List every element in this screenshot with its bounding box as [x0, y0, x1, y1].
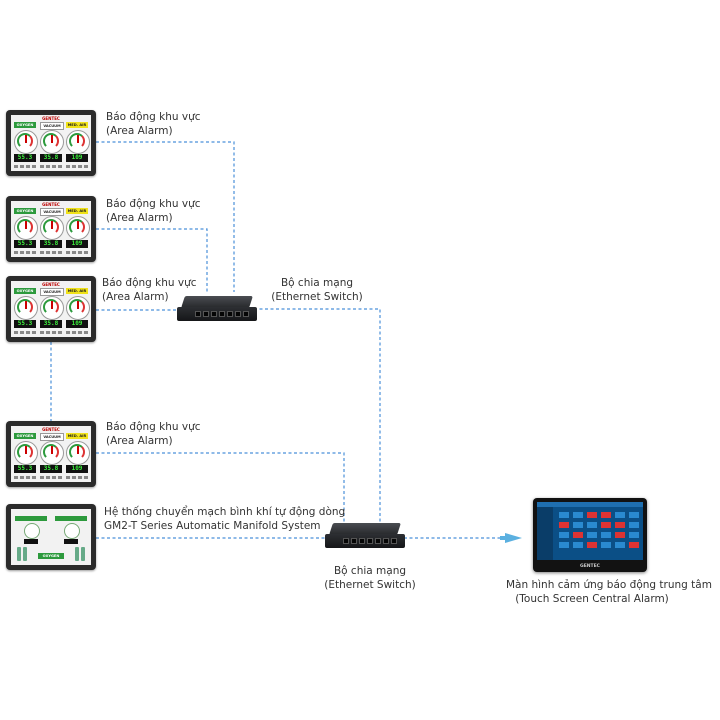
value-oxygen: 55.3: [14, 320, 36, 328]
link-alarm2-switch1: [96, 228, 208, 292]
gas-tab-medair: MED. AIR: [66, 122, 88, 128]
gauge-icon: [66, 130, 90, 154]
manifold-label: Hệ thống chuyển mạch bình khí tự động dò…: [104, 506, 346, 532]
value-vacuum: 35.8: [40, 465, 62, 473]
cylinder-icon: [81, 547, 85, 561]
manifold-gas-label: OXYGEN: [38, 553, 64, 559]
value-medair: 109: [66, 240, 88, 248]
gauge-icon: [64, 523, 80, 539]
gas-tab-medair: MED. AIR: [66, 433, 88, 439]
link-switch1-switch2: [254, 308, 381, 526]
value-oxygen: 55.3: [14, 465, 36, 473]
switch-label-1: Bộ chia mạng (Ethernet Switch): [271, 277, 363, 303]
value-vacuum: 35.8: [40, 240, 62, 248]
panel-brand: GENTEC: [42, 202, 60, 207]
arrow-head: [505, 533, 522, 543]
switch-label-2: Bộ chia mạng (Ethernet Switch): [324, 565, 416, 591]
gas-tab-vacuum: VACUUM: [40, 433, 64, 441]
gauge-icon: [14, 296, 38, 320]
gas-tab-vacuum: VACUUM: [40, 208, 64, 216]
area-alarm-label-2: Báo động khu vực (Area Alarm): [106, 198, 201, 224]
value-medair: 109: [66, 465, 88, 473]
link-alarm1-switch1: [96, 141, 235, 292]
gas-tab-vacuum: VACUUM: [40, 288, 64, 296]
gas-tab-vacuum: VACUUM: [40, 122, 64, 130]
cylinder-icon: [17, 547, 21, 561]
gauge-icon: [40, 296, 64, 320]
link-alarm4-switch2: [96, 452, 345, 526]
area-alarm-panel-1: GENTEC OXYGEN VACUUM MED. AIR 55.3 35.8 …: [6, 110, 96, 176]
gauge-icon: [14, 441, 38, 465]
value-vacuum: 35.8: [40, 320, 62, 328]
central-brand: GENTEC: [580, 564, 600, 569]
gauge-icon: [24, 523, 40, 539]
gauge-icon: [14, 216, 38, 240]
gas-tab-oxygen: OXYGEN: [14, 122, 36, 128]
area-alarm-label-3: Báo động khu vực (Area Alarm): [102, 277, 197, 303]
panel-brand: GENTEC: [42, 427, 60, 432]
value-oxygen: 55.3: [14, 154, 36, 162]
value-medair: 109: [66, 320, 88, 328]
ethernet-switch-2: [325, 523, 405, 551]
gauge-icon: [40, 130, 64, 154]
cylinder-icon: [23, 547, 27, 561]
gauge-icon: [40, 216, 64, 240]
value-oxygen: 55.3: [14, 240, 36, 248]
gauge-icon: [66, 216, 90, 240]
panel-brand: GENTEC: [42, 116, 60, 121]
value-vacuum: 35.8: [40, 154, 62, 162]
gauge-icon: [40, 441, 64, 465]
panel-brand: GENTEC: [42, 282, 60, 287]
area-alarm-panel-4: GENTEC OXYGEN VACUUM MED. AIR 55.3 35.8 …: [6, 421, 96, 487]
gas-tab-medair: MED. AIR: [66, 208, 88, 214]
gauge-icon: [66, 296, 90, 320]
value-medair: 109: [66, 154, 88, 162]
central-touch-screen: GENTEC: [533, 498, 647, 572]
gas-tab-oxygen: OXYGEN: [14, 288, 36, 294]
gas-tab-oxygen: OXYGEN: [14, 433, 36, 439]
area-alarm-panel-2: GENTEC OXYGEN VACUUM MED. AIR 55.3 35.8 …: [6, 196, 96, 262]
area-alarm-panel-3: GENTEC OXYGEN VACUUM MED. AIR 55.3 35.8 …: [6, 276, 96, 342]
manifold-system-panel: OXYGEN: [6, 504, 96, 570]
area-alarm-label-1: Báo động khu vực (Area Alarm): [106, 111, 201, 137]
gas-tab-oxygen: OXYGEN: [14, 208, 36, 214]
gauge-icon: [66, 441, 90, 465]
ethernet-switch-1: [177, 296, 257, 324]
area-alarm-label-4: Báo động khu vực (Area Alarm): [106, 421, 201, 447]
cylinder-icon: [75, 547, 79, 561]
gas-tab-medair: MED. AIR: [66, 288, 88, 294]
central-alarm-label: Màn hình cảm ứng báo động trung tâm (Tou…: [506, 579, 712, 605]
gauge-icon: [14, 130, 38, 154]
